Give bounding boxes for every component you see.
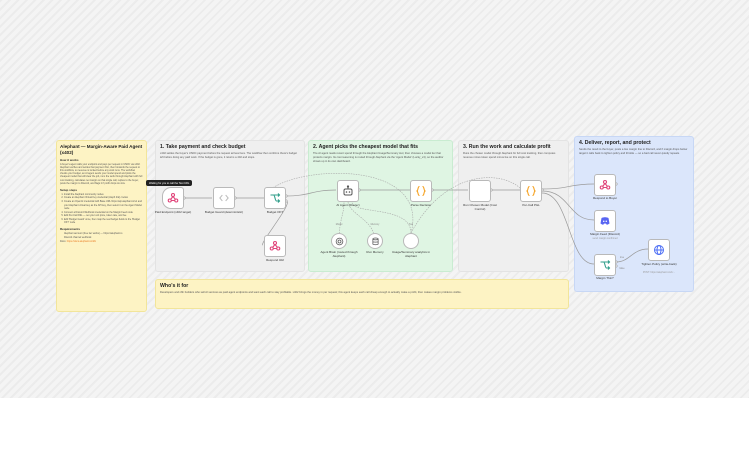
how-heading: How it works (60, 157, 79, 162)
section-title: Who's it for (160, 283, 189, 289)
node-margin-thin[interactable] (594, 254, 616, 276)
node-subtitle: POST: https://alephant.io/v1/... (642, 271, 676, 274)
node-run-memory[interactable] (367, 233, 383, 249)
section-title: 1. Take payment and check budget (160, 144, 246, 150)
port-label-memory: Memory (370, 223, 380, 226)
docs-link[interactable]: https://docs.alephant.io/n8n (66, 240, 97, 244)
setup-step: Create an OpenAI credential with Base UR… (64, 200, 143, 210)
node-label: Run Memory (366, 250, 384, 254)
setup-heading: Setup steps (60, 187, 78, 192)
node-label: Usage/Summary analytics in Alephant (391, 250, 430, 258)
sub-connection-line (338, 201, 345, 242)
section-run-work[interactable]: 3. Run the work and calculate profit Run… (458, 140, 569, 272)
braces-icon (416, 185, 426, 197)
node-label: Per-Call P&L (522, 203, 540, 207)
node-label: Respond to Buyer (592, 196, 617, 200)
setup-step: Connect a Discord Webhook credential on … (64, 211, 143, 214)
docs-line: Docs: https://docs.alephant.io/n8n (60, 240, 143, 243)
node-label: Agent Brain (routed through Alephant) (320, 250, 358, 258)
section-title: 3. Run the work and calculate profit (463, 144, 551, 150)
setup-step: Install the Alephant community nodes (64, 193, 143, 196)
node-label: Respond 402 (266, 258, 284, 262)
section-text: The AI agent reads recent spend through … (313, 152, 444, 163)
node-agent-brain[interactable] (331, 233, 347, 249)
sub-connection-line (410, 177, 521, 234)
node-budget-guard[interactable] (213, 187, 235, 209)
connection-line (541, 190, 595, 221)
section-text: x402 settles the buyer's USDC payment be… (160, 152, 297, 159)
requirement-item: Alephant account (free tier works) — htt… (64, 232, 143, 235)
respond-webhook-icon (599, 179, 611, 190)
connections-layer (182, 173, 649, 268)
code-icon (219, 194, 229, 202)
node-paid-endpoint[interactable] (162, 187, 184, 209)
node-tighten-policy[interactable] (648, 239, 670, 261)
node-budget-ok[interactable] (264, 187, 286, 209)
section-agent-model[interactable]: 2. Agent picks the cheapest model that f… (308, 140, 453, 272)
how-text: A buyer's agent calls your endpoint and … (60, 162, 143, 185)
section-title: 2. Agent picks the cheapest model that f… (313, 144, 419, 150)
section-text: Developers and n8n builders who sell AI … (160, 291, 462, 295)
requirement-item: Discord channel webhook (64, 236, 143, 239)
setup-steps: Install the Alephant community nodes Cre… (60, 193, 143, 225)
globe-icon (654, 245, 664, 255)
node-run-chosen-model[interactable] (469, 180, 491, 202)
robot-icon (343, 185, 353, 196)
setup-step: Edit 'Budget Guard' once, then map the r… (64, 218, 143, 224)
intro-title: Alephant — Margin-Aware Paid Agent (x402… (60, 144, 143, 155)
node-label: Budget Guard (deterministic) (204, 210, 244, 214)
node-per-call-pl[interactable] (520, 180, 542, 202)
section-title: 4. Deliver, report, and protect (579, 140, 651, 146)
if-branch-icon (600, 260, 611, 270)
section-text: Sends the result to the buyer, posts a l… (579, 148, 688, 155)
workflow-canvas[interactable]: Alephant — Margin-Aware Paid Agent (x402… (0, 0, 749, 398)
database-icon (372, 237, 378, 245)
connection-line (615, 248, 649, 263)
sub-connection-line (269, 173, 414, 234)
openai-icon (335, 237, 343, 245)
setup-step: Edit Per-Call P&L — set your unit price,… (64, 214, 143, 217)
node-label: Budget OK? (266, 210, 284, 214)
intro-sticky-note[interactable]: Alephant — Margin-Aware Paid Agent (x402… (56, 140, 147, 312)
node-margin-feed[interactable] (594, 210, 616, 232)
discord-icon (600, 217, 610, 225)
respond-webhook-icon (269, 240, 281, 251)
section-whos-it-for[interactable]: Who's it for Developers and n8n builders… (155, 279, 569, 309)
req-heading: Requirements (60, 227, 81, 232)
node-label: Paid Endpoint (x402 target) (154, 210, 192, 214)
node-respond-buyer[interactable] (594, 174, 616, 196)
sub-connection-line (347, 201, 376, 242)
connection-line (285, 189, 337, 197)
port-label-tool: Tool (408, 223, 414, 226)
node-ai-agent[interactable] (337, 180, 359, 202)
node-usage-summary[interactable] (403, 233, 419, 249)
docs-label: Docs: (60, 240, 67, 244)
connection-line (541, 192, 595, 265)
sub-connection-line (351, 201, 412, 234)
port-label-true: true (619, 256, 625, 259)
node-label: AI Agent (Router) (336, 203, 360, 207)
braces-icon (526, 185, 536, 197)
node-label: Run Chosen Model (Cost Control) (463, 203, 497, 211)
node-label: Parse Decision (410, 203, 432, 207)
if-branch-icon (270, 193, 281, 203)
requirements-list: Alephant account (free tier works) — htt… (60, 232, 143, 239)
test-url-tooltip: Waiting for you to call the Test URL (146, 180, 193, 186)
connection-line (541, 183, 595, 190)
node-label: Margin Thin? (596, 276, 614, 280)
setup-step: Create an Alephant Virtual Key credentia… (64, 196, 143, 199)
port-label-false: false (619, 267, 625, 270)
node-parse-decision[interactable] (410, 180, 432, 202)
connection-line (262, 200, 288, 246)
node-subtitle: send: margin confirmed (592, 237, 618, 240)
node-label: Tighten Policy (write-back) (641, 262, 677, 266)
section-text: Runs the chosen model through Alephant f… (463, 152, 556, 159)
port-label-model: Model (335, 223, 343, 226)
node-respond-402[interactable] (264, 235, 286, 257)
node-label: Margin Feed (Discord) (590, 232, 620, 236)
webhook-icon (167, 192, 179, 203)
